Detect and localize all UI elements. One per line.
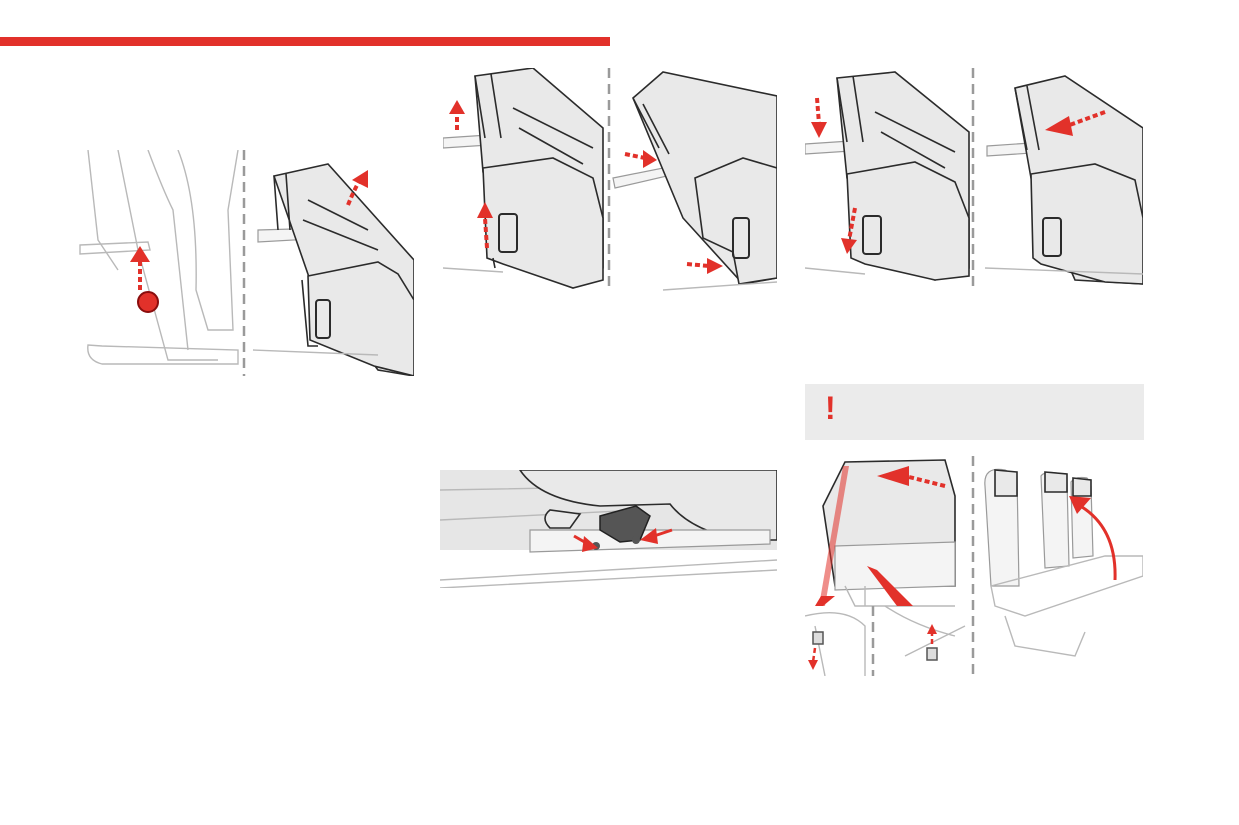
warning-box: ! (805, 384, 1144, 440)
exclamation-icon: ! (825, 390, 836, 426)
bench-refit-illustration (805, 456, 1143, 676)
seat-lever-illustration (78, 150, 414, 376)
seat-fold-illustration (443, 68, 777, 292)
floor-anchor-illustration (440, 470, 777, 588)
seat-lower-illustration (805, 68, 1143, 292)
header-accent-bar (0, 37, 610, 46)
